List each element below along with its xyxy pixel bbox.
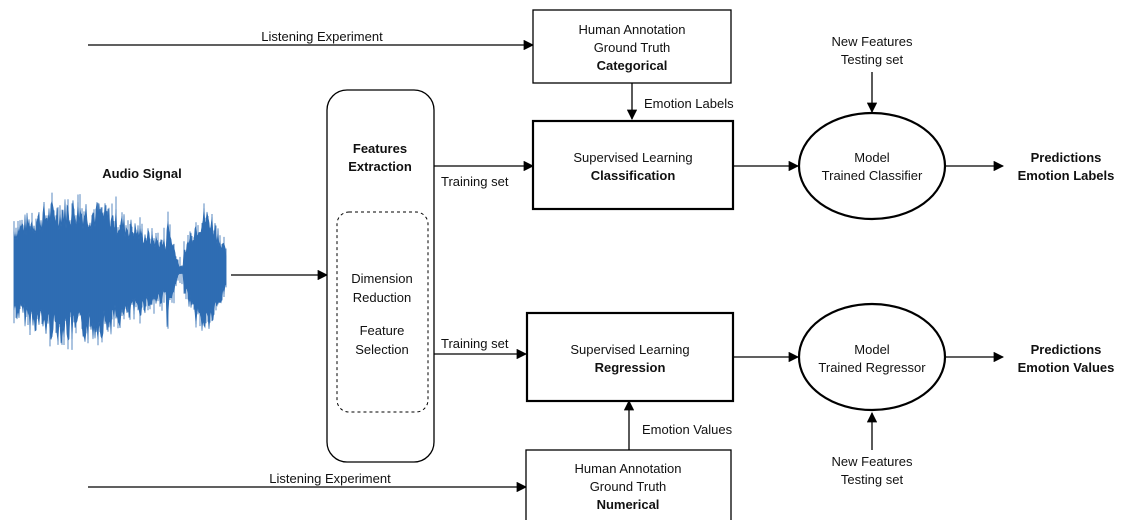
- features-extraction-block: [326, 89, 435, 463]
- classifier-line-2: Trained Classifier: [822, 168, 923, 183]
- emotion-values-edge-label: Emotion Values: [642, 422, 733, 437]
- regressor-line-1: Model: [854, 342, 890, 357]
- classifier-line-1: Model: [854, 150, 890, 165]
- listening-experiment-top-label: Listening Experiment: [261, 29, 383, 44]
- emotion-labels-edge-label: Emotion Labels: [644, 96, 734, 111]
- categorical-annotation-line-2: Ground Truth: [594, 40, 671, 55]
- extraction-title-line-1: Features: [353, 141, 407, 156]
- audio-signal-label: Audio Signal: [102, 166, 181, 181]
- training-set-bottom-label: Training set: [441, 336, 509, 351]
- classification-title: Supervised Learning: [573, 150, 692, 165]
- audio-waveform: [13, 192, 227, 350]
- training-set-top-label: Training set: [441, 174, 509, 189]
- classification-box: [531, 119, 735, 211]
- numerical-annotation-line-1: Human Annotation: [575, 461, 682, 476]
- edges: [88, 39, 1005, 493]
- new-features-top-line-1: New Features: [832, 34, 913, 49]
- numerical-annotation-box: [525, 449, 732, 520]
- categorical-annotation-line-1: Human Annotation: [579, 22, 686, 37]
- new-features-bottom-line-2: Testing set: [841, 472, 904, 487]
- trained-classifier-node: [797, 111, 947, 221]
- predictions-top-line-2: Emotion Labels: [1018, 168, 1115, 183]
- dimension-reduction-block: [336, 211, 429, 413]
- listening-experiment-bottom-label: Listening Experiment: [269, 471, 391, 486]
- trained-regressor-node: [797, 302, 947, 412]
- classification-kind: Classification: [591, 168, 676, 183]
- regression-box: [525, 311, 735, 403]
- new-features-top-line-2: Testing set: [841, 52, 904, 67]
- regression-title: Supervised Learning: [570, 342, 689, 357]
- new-features-bottom-line-1: New Features: [832, 454, 913, 469]
- numerical-annotation-line-2: Ground Truth: [590, 479, 667, 494]
- selection-label-line-2: Selection: [355, 342, 408, 357]
- predictions-bottom-line-1: Predictions: [1031, 342, 1102, 357]
- predictions-bottom-line-2: Emotion Values: [1018, 360, 1115, 375]
- dimension-label-line-1: Dimension: [351, 271, 412, 286]
- categorical-annotation-box: [532, 9, 732, 84]
- extraction-title-line-2: Extraction: [348, 159, 412, 174]
- predictions-top-line-1: Predictions: [1031, 150, 1102, 165]
- regressor-line-2: Trained Regressor: [818, 360, 926, 375]
- categorical-annotation-kind: Categorical: [597, 58, 668, 73]
- selection-label-line-1: Feature: [360, 323, 405, 338]
- numerical-annotation-kind: Numerical: [597, 497, 660, 512]
- regression-kind: Regression: [595, 360, 666, 375]
- dimension-label-line-2: Reduction: [353, 290, 412, 305]
